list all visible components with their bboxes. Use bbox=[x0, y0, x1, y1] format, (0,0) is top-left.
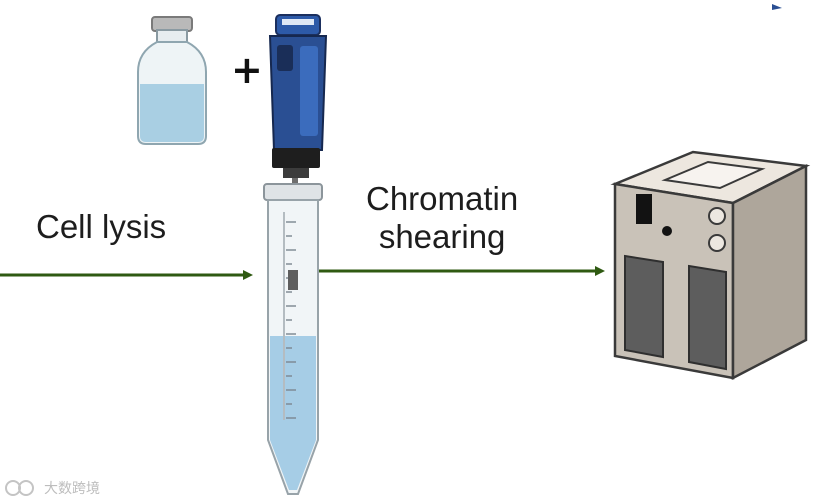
watermark-logo-icon bbox=[5, 480, 34, 496]
reagent-vial-icon bbox=[137, 16, 207, 145]
chromatin-shearing-label: Chromatin shearing bbox=[366, 180, 518, 256]
chromatin-shearing-label-line2: shearing bbox=[378, 218, 506, 255]
watermark-text: 大数跨境 bbox=[44, 481, 100, 497]
conical-tube-icon bbox=[263, 183, 323, 495]
chromatin-shearing-label-line1: Chromatin bbox=[366, 180, 519, 217]
corner-mark-icon bbox=[772, 4, 782, 10]
plus-icon: + bbox=[231, 48, 263, 92]
watermark: 大数跨境 bbox=[4, 476, 100, 500]
cell-lysis-label: Cell lysis bbox=[36, 208, 167, 245]
sonicator-machine-icon bbox=[610, 150, 811, 381]
